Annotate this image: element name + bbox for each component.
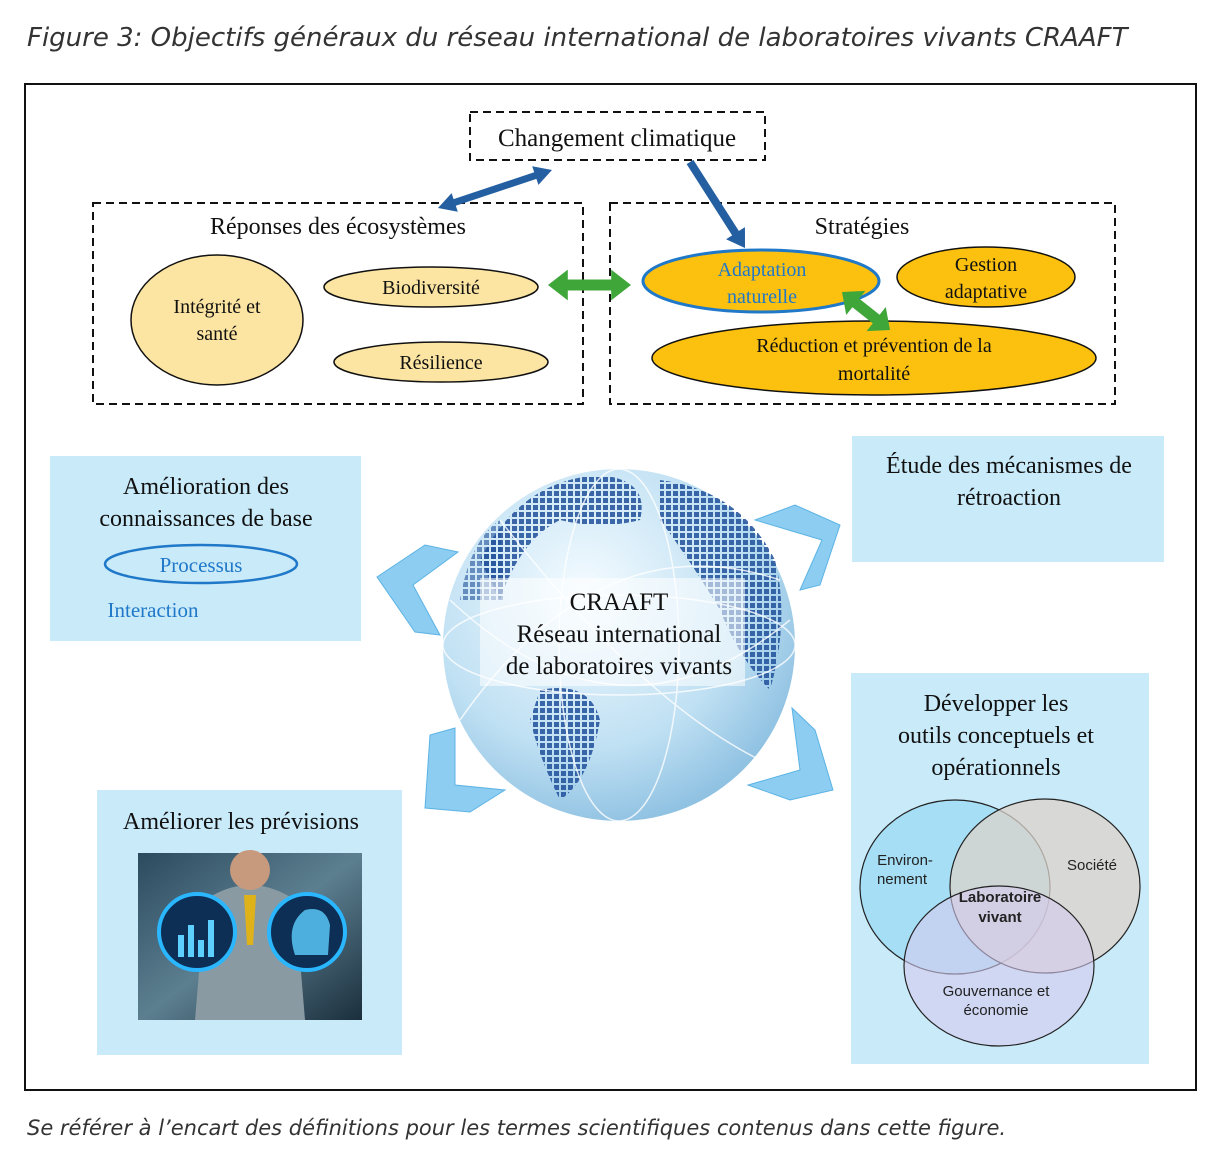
center-title-1: CRAAFT: [570, 589, 669, 616]
chevron-left-bottom: [424, 727, 507, 813]
venn-governance-label-2: économie: [963, 1002, 1028, 1019]
venn-environment-label-1: Environ-: [877, 852, 933, 869]
natural-adaptation-label-2: naturelle: [727, 286, 797, 308]
tools-title-1: Développer les: [924, 691, 1069, 717]
feedback-panel: [852, 436, 1164, 562]
strategies-box: [609, 202, 1116, 405]
venn-center-label-2: vivant: [978, 909, 1021, 926]
feedback-title-1: Étude des mécanismes de: [886, 453, 1132, 479]
biodiversity-label: Biodiversité: [382, 277, 480, 299]
process-label: Processus: [160, 553, 243, 577]
tools-title-3: opérationnels: [931, 755, 1060, 781]
venn-diagram: Environ- nement Société Laboratoire viva…: [859, 798, 1141, 1047]
venn-governance-label-1: Gouvernance et: [943, 983, 1051, 1000]
chart-icon: [157, 892, 237, 972]
knowledge-title-1: Amélioration des: [123, 474, 289, 500]
mortality-label-2: mortalité: [838, 363, 910, 385]
tools-title-2: outils conceptuels et: [898, 723, 1094, 749]
process-ellipse: [103, 543, 299, 585]
adaptive-management-ellipse: [896, 246, 1076, 308]
chevrons: [376, 504, 841, 813]
resilience-ellipse: [333, 341, 549, 383]
integrity-label-1: Intégrité et: [173, 296, 261, 318]
climate-change-label: Changement climatique: [498, 125, 736, 152]
integrity-ellipse: [130, 254, 304, 386]
biodiversity-ellipse: [323, 266, 539, 308]
interaction-label: Interaction: [108, 598, 199, 622]
knowledge-title-2: connaissances de base: [99, 506, 312, 532]
globe: CRAAFT Réseau international de laboratoi…: [442, 468, 796, 822]
climate-strategy-arrow: [686, 159, 745, 248]
adaptive-management-label-2: adaptative: [945, 281, 1027, 303]
figure-caption: Se référer à l’encart des définitions po…: [27, 1116, 1006, 1140]
climate-change-box: [469, 111, 766, 161]
adaptive-management-label-1: Gestion: [955, 254, 1017, 276]
ecosystem-responses-box: [92, 202, 584, 405]
natural-adaptation-ellipse: [641, 248, 881, 314]
venn-center-label-1: Laboratoire: [959, 889, 1042, 906]
adaptation-mortality-arrow: [842, 290, 890, 332]
chevron-right-top: [753, 504, 841, 591]
center-title-2: Réseau international: [517, 621, 722, 648]
strategies-title: Stratégies: [815, 214, 910, 240]
forecast-photo: [138, 850, 362, 1020]
center-title-3: de laboratoires vivants: [506, 653, 732, 680]
chevron-left: [376, 544, 460, 636]
climate-ecosystem-arrow: [438, 166, 552, 212]
feedback-title-2: rétroaction: [957, 485, 1061, 511]
ecosystem-strategy-arrow: [548, 269, 631, 301]
integrity-label-2: santé: [196, 323, 237, 345]
figure-title: Figure 3: Objectifs généraux du réseau i…: [27, 23, 1130, 53]
figure-frame: [24, 83, 1197, 1091]
venn-governance: [903, 885, 1095, 1047]
natural-adaptation-label-1: Adaptation: [718, 259, 807, 281]
chevron-right-bottom: [746, 706, 834, 801]
venn-society-label: Société: [1067, 857, 1117, 874]
venn-environment-label-2: nement: [877, 871, 928, 888]
mortality-label-1: Réduction et prévention de la: [756, 335, 992, 357]
knowledge-panel: [50, 456, 361, 641]
forecast-title: Améliorer les prévisions: [123, 809, 359, 835]
resilience-label: Résilience: [399, 352, 482, 374]
ecosystem-responses-title: Réponses des écosystèmes: [210, 214, 466, 240]
